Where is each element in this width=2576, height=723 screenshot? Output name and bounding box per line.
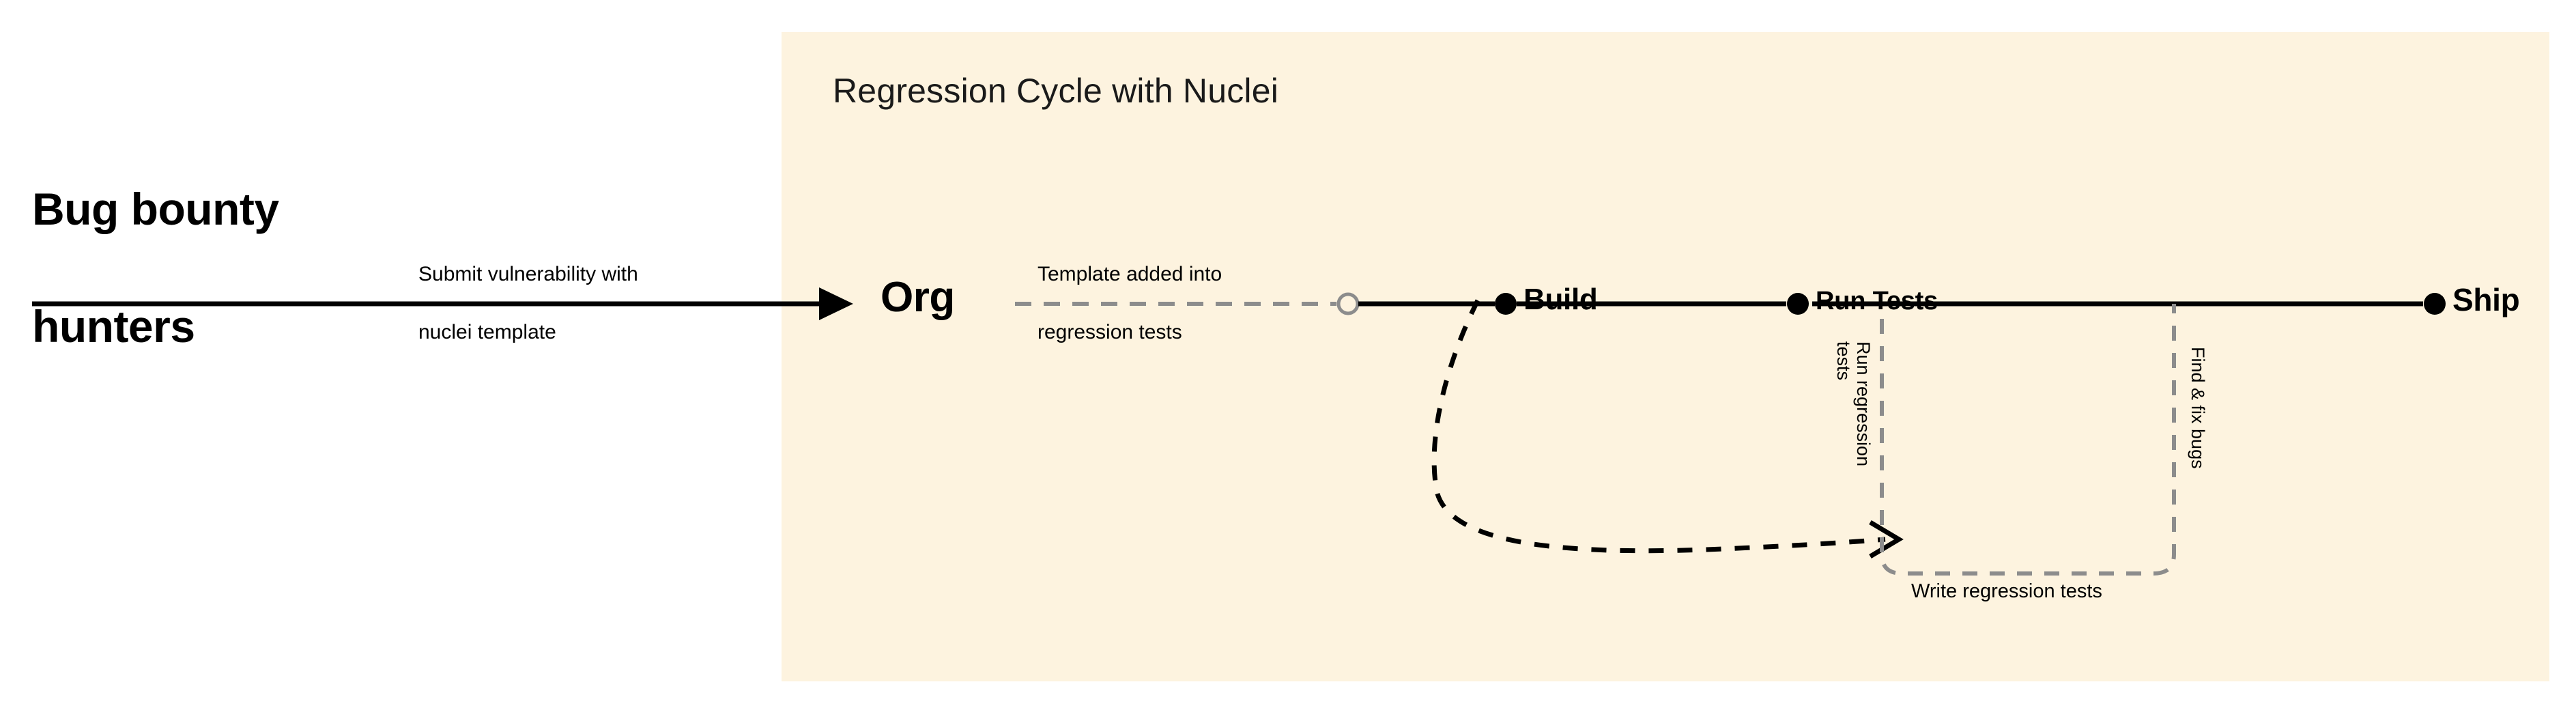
run-regression-label-line1: Run regression (1853, 341, 1874, 467)
run-regression-label-line2: tests (1833, 341, 1854, 381)
regression-cycle-panel (782, 32, 2549, 681)
page-title: Regression Cycle with Nuclei (833, 72, 1279, 110)
source-actor-label-line2: hunters (32, 301, 195, 352)
node-label-org: Org (881, 274, 955, 321)
node-label-build: Build (1523, 283, 1598, 316)
node-label-ship: Ship (2452, 282, 2520, 317)
node-label-run-tests: Run Tests (1816, 287, 1938, 315)
template-edge-label-line1: Template added into (1037, 263, 1222, 285)
submit-edge-label-line2: nuclei template (418, 321, 556, 343)
source-actor-label-line1: Bug bounty (32, 184, 279, 234)
find-fix-bugs-label: Find & fix bugs (2188, 347, 2208, 469)
template-edge-label-line2: regression tests (1037, 321, 1182, 343)
write-regression-tests-label: Write regression tests (1911, 580, 2102, 602)
submit-edge-label-line1: Submit vulnerability with (418, 263, 638, 285)
